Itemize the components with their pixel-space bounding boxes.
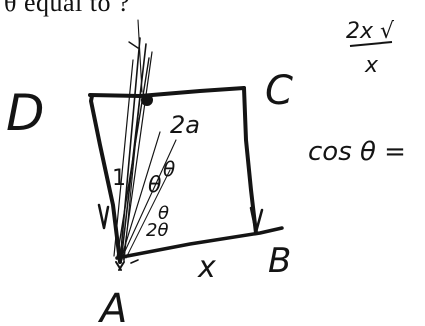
ray-a-to-dc-2 bbox=[119, 139, 177, 263]
working-denominator: x bbox=[364, 53, 379, 78]
vertex-label-a: A bbox=[97, 286, 127, 326]
ray-top-spike bbox=[137, 19, 143, 93]
vertex-mark-a bbox=[115, 261, 125, 271]
square-side-cb bbox=[242, 86, 258, 235]
working-equation: cos θ = bbox=[308, 137, 406, 167]
vertex-mark-a-small bbox=[130, 259, 139, 264]
ray-a-to-top-1 bbox=[119, 37, 141, 263]
square-side-ab bbox=[115, 226, 284, 260]
side-label-1: 1 bbox=[112, 166, 126, 191]
side-label-x: x bbox=[197, 250, 216, 285]
working-fraction-bar bbox=[349, 41, 393, 47]
segment-label-2a: 2a bbox=[170, 111, 200, 139]
vertex-label-d: D bbox=[6, 84, 45, 142]
angle-mark-upper: θ bbox=[148, 173, 162, 198]
ray-a-to-dc-3 bbox=[125, 169, 171, 259]
ray-a-to-dc-1 bbox=[119, 131, 161, 263]
ray-a-to-top-6 bbox=[123, 95, 141, 263]
ray-a-to-top-3 bbox=[116, 57, 150, 259]
ray-a-to-top-5 bbox=[113, 59, 134, 257]
vertex-label-c: C bbox=[265, 68, 293, 114]
question-fragment: θ equal to ? bbox=[4, 0, 131, 17]
vertex-label-b: B bbox=[268, 241, 291, 281]
arrow-tick-right bbox=[249, 206, 264, 234]
ray-top-tick bbox=[128, 41, 139, 49]
point-e-dot bbox=[141, 94, 153, 106]
angle-mark-lower: θ bbox=[158, 203, 169, 224]
square-side-dc bbox=[88, 86, 246, 98]
square-side-da bbox=[89, 94, 122, 264]
arrow-tick-left bbox=[97, 203, 110, 230]
angle-label-2theta: 2θ bbox=[146, 220, 168, 241]
working-numerator: 2x √ bbox=[346, 19, 395, 44]
angle-mark-middle: θ bbox=[163, 157, 175, 181]
